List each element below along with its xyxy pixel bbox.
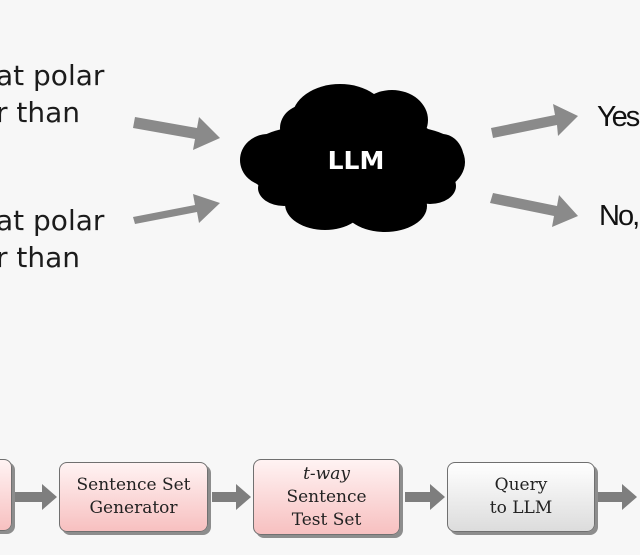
- query-to-llm-line-1: Query: [494, 475, 548, 495]
- llm-label: LLM: [327, 146, 385, 175]
- pipeline-arrow-1: [212, 484, 251, 510]
- output-arrow-1: [491, 104, 578, 138]
- llm-cloud-icon: [240, 84, 465, 232]
- pipeline-box-sentence-set-generator: Sentence Set Generator: [59, 462, 208, 532]
- question-2-line-2: r than: [0, 241, 81, 274]
- pipeline-box-t-way-sentence-test-set: t-way Sentence Test Set: [253, 459, 400, 535]
- question-2-line-1: at polar: [0, 204, 105, 237]
- question-1-line-2: r than: [0, 96, 81, 129]
- pipeline-arrow-3: [598, 484, 637, 510]
- input-arrow-2: [133, 194, 220, 224]
- pipeline-box-query-to-llm: Query to LLM: [447, 462, 595, 532]
- pipeline-arrow-2: [405, 484, 445, 510]
- t-way-line-2: Sentence: [286, 486, 367, 507]
- question-2: at polar r than: [0, 202, 104, 276]
- query-to-llm-line-2: to LLM: [489, 498, 553, 518]
- answer-no: No,: [599, 200, 640, 232]
- sentence-set-generator-line-2: Generator: [89, 498, 178, 518]
- input-arrow-1: [133, 117, 220, 150]
- sentence-set-generator-line-1: Sentence Set: [76, 475, 191, 495]
- question-1: at polar r than: [0, 57, 104, 131]
- answer-yes: Yes: [597, 101, 640, 133]
- question-1-line-1: at polar: [0, 59, 105, 92]
- t-way-line-3: Test Set: [291, 509, 362, 530]
- pipeline-box-partial-left: [0, 459, 12, 531]
- output-arrow-2: [490, 193, 578, 227]
- t-way-line-1: t-way: [303, 463, 350, 484]
- pipeline-arrow-0: [12, 484, 57, 510]
